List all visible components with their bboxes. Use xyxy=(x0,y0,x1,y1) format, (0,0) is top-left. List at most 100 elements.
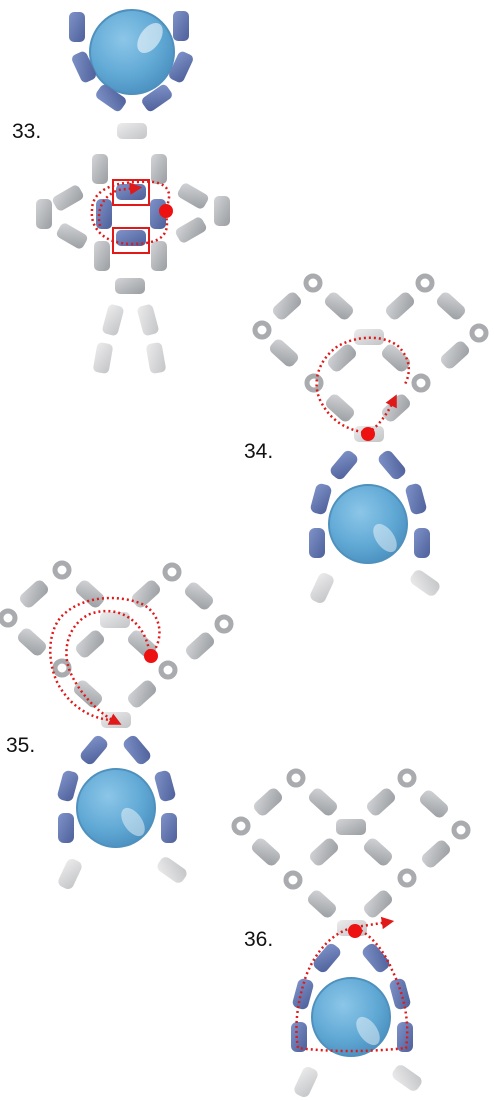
light-bead xyxy=(117,123,147,139)
gray-bead xyxy=(183,630,216,662)
light-bead xyxy=(408,568,442,598)
gray-ring-bead xyxy=(234,819,248,833)
gray-bead xyxy=(174,216,208,245)
gray-ring-bead xyxy=(255,323,269,337)
step-34-blue-cluster xyxy=(308,448,441,605)
large-blue-bead xyxy=(77,769,155,847)
light-bead xyxy=(146,342,167,374)
gray-bead xyxy=(307,836,340,868)
gray-bead xyxy=(361,836,394,868)
gray-bead xyxy=(417,788,450,820)
gray-bead xyxy=(51,184,85,213)
blue-bead xyxy=(161,813,177,843)
gray-bead xyxy=(323,392,356,424)
start-dot xyxy=(348,924,362,938)
gray-bead xyxy=(151,154,167,184)
gray-bead xyxy=(15,626,48,658)
gray-ring-bead xyxy=(400,771,414,785)
step-35-label: 35. xyxy=(6,734,35,757)
gray-ring-bead xyxy=(286,873,300,887)
gray-bead xyxy=(17,578,50,610)
gray-bead xyxy=(305,888,338,920)
gray-ring-bead xyxy=(454,823,468,837)
light-bead xyxy=(101,712,131,728)
gray-bead xyxy=(361,888,394,920)
gray-bead xyxy=(94,241,110,271)
blue-bead xyxy=(388,977,411,1010)
start-dot xyxy=(361,427,375,441)
gray-bead xyxy=(92,154,108,184)
step-36: 36. xyxy=(234,771,468,1099)
step-34-label: 34. xyxy=(244,440,273,463)
step-34: 34. xyxy=(244,276,486,605)
start-dot xyxy=(144,649,158,663)
light-bead xyxy=(390,1063,424,1093)
gray-ring-bead xyxy=(161,663,175,677)
gray-bead xyxy=(214,196,230,226)
step-36-gray-network xyxy=(234,771,468,936)
light-bead xyxy=(56,857,83,891)
gray-ring-bead xyxy=(414,376,428,390)
gray-bead xyxy=(36,199,52,229)
blue-bead xyxy=(173,11,189,41)
light-bead xyxy=(308,571,335,605)
gray-bead xyxy=(379,392,412,424)
gray-bead xyxy=(270,290,303,322)
large-blue-bead xyxy=(329,485,407,563)
gray-bead xyxy=(176,182,210,211)
blue-bead xyxy=(309,482,332,515)
light-bead xyxy=(155,855,189,885)
blue-bead xyxy=(328,448,360,481)
blue-bead xyxy=(153,769,176,802)
step-33-label: 33. xyxy=(12,120,41,143)
step-35-blue-cluster xyxy=(56,733,188,891)
gray-bead xyxy=(322,290,355,322)
gray-bead xyxy=(125,678,158,710)
blue-bead xyxy=(404,482,427,515)
gray-ring-bead xyxy=(165,565,179,579)
gray-ring-bead xyxy=(217,617,231,631)
gray-bead xyxy=(438,339,471,371)
large-blue-bead xyxy=(312,978,390,1056)
gray-bead xyxy=(336,819,366,835)
blue-bead xyxy=(311,941,343,974)
light-bead xyxy=(292,1065,319,1099)
gray-ring-bead xyxy=(1,611,15,625)
blue-bead xyxy=(78,733,110,766)
gray-bead xyxy=(267,337,300,369)
gray-ring-bead xyxy=(418,276,432,290)
gray-bead xyxy=(383,290,416,322)
blue-bead xyxy=(116,184,146,200)
gray-bead xyxy=(434,290,467,322)
blue-bead xyxy=(376,448,408,481)
start-dot xyxy=(159,204,173,218)
large-blue-bead xyxy=(90,10,174,94)
gray-ring-bead xyxy=(400,871,414,885)
light-bead xyxy=(101,303,124,336)
light-bead xyxy=(100,612,130,628)
blue-bead xyxy=(58,813,74,843)
blue-bead xyxy=(309,528,325,558)
gray-ring-bead xyxy=(289,771,303,785)
step-33: 33. xyxy=(12,10,230,374)
gray-bead xyxy=(364,786,397,818)
gray-bead xyxy=(73,628,106,660)
light-bead xyxy=(136,303,159,336)
gray-ring-bead xyxy=(306,276,320,290)
gray-bead xyxy=(306,786,339,818)
gray-bead xyxy=(182,580,215,612)
gray-ring-bead xyxy=(472,326,486,340)
gray-bead xyxy=(115,278,145,294)
gray-ring-bead xyxy=(55,661,69,675)
light-bead xyxy=(93,342,114,374)
gray-bead xyxy=(249,836,282,868)
step-35: 35. xyxy=(1,563,231,891)
blue-bead xyxy=(414,528,430,558)
blue-bead xyxy=(56,769,79,802)
gray-bead xyxy=(325,342,358,374)
blue-bead xyxy=(69,12,85,42)
gray-ring-bead xyxy=(307,376,321,390)
step-33-top-cluster xyxy=(69,10,195,139)
step-34-gray-network xyxy=(255,276,486,442)
